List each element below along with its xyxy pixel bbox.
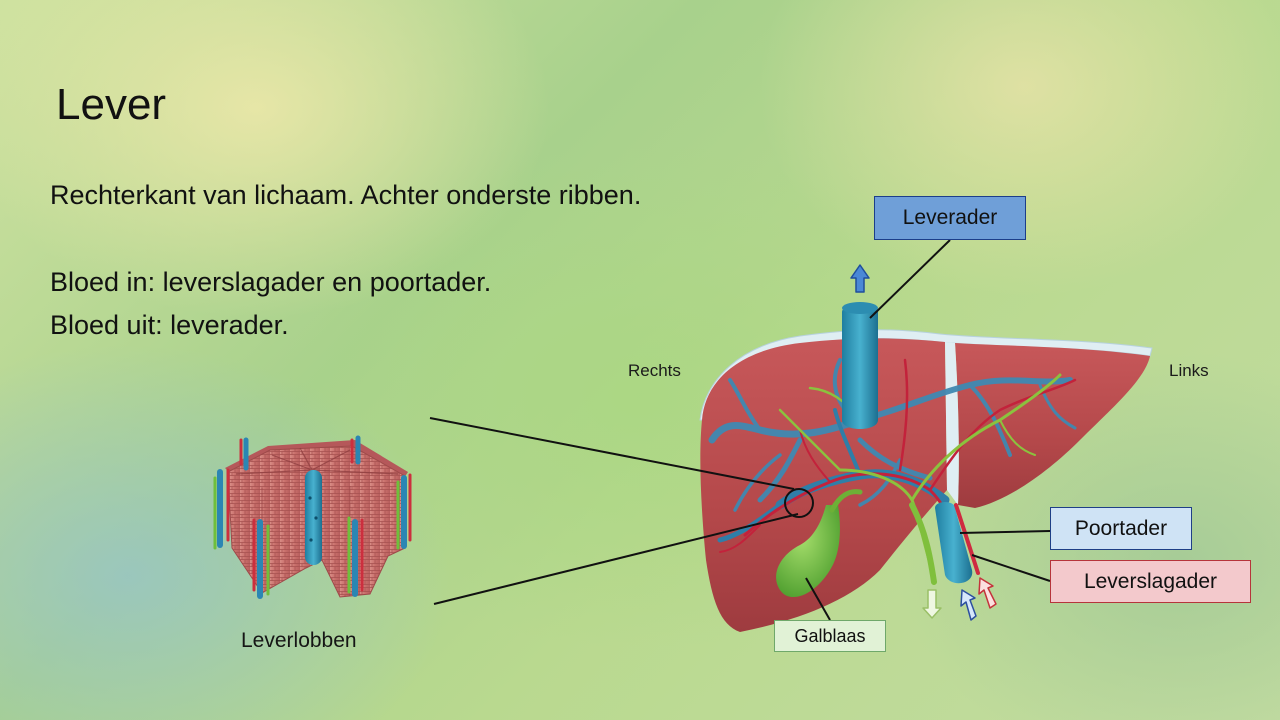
liver-lobule-illustration (213, 435, 412, 599)
liver-illustration (699, 302, 1153, 632)
arrow-down-bile-out-icon (922, 589, 942, 619)
text-location: Rechterkant van lichaam. Achter onderste… (50, 180, 642, 210)
slide-title: Lever (56, 80, 167, 129)
lobule-highlight-circle (784, 488, 814, 518)
label-links: Links (1169, 361, 1209, 380)
text-blood-out: Bloed uit: leverader. (50, 310, 289, 340)
leverader-pointer (869, 239, 951, 319)
label-leverlobben: Leverlobben (241, 629, 357, 652)
text-blood-in: Bloed in: leverslagader en poortader. (50, 267, 492, 297)
pointer-line-lower (433, 513, 799, 605)
label-rechts: Rechts (628, 361, 681, 380)
leverslagader-pointer (971, 554, 1051, 582)
label-leverslagader: Leverslagader (1050, 560, 1251, 603)
label-leverader: Leverader (874, 196, 1026, 240)
arrow-in-artery-icon (978, 577, 997, 609)
poortader-pointer (959, 530, 1051, 534)
label-poortader: Poortader (1050, 507, 1192, 550)
pointer-line-upper (429, 417, 795, 490)
arrow-in-portal-icon (960, 589, 977, 621)
galblaas-pointer (805, 577, 831, 621)
arrow-up-blood-out-icon (850, 264, 870, 293)
label-galblaas: Galblaas (774, 620, 886, 652)
